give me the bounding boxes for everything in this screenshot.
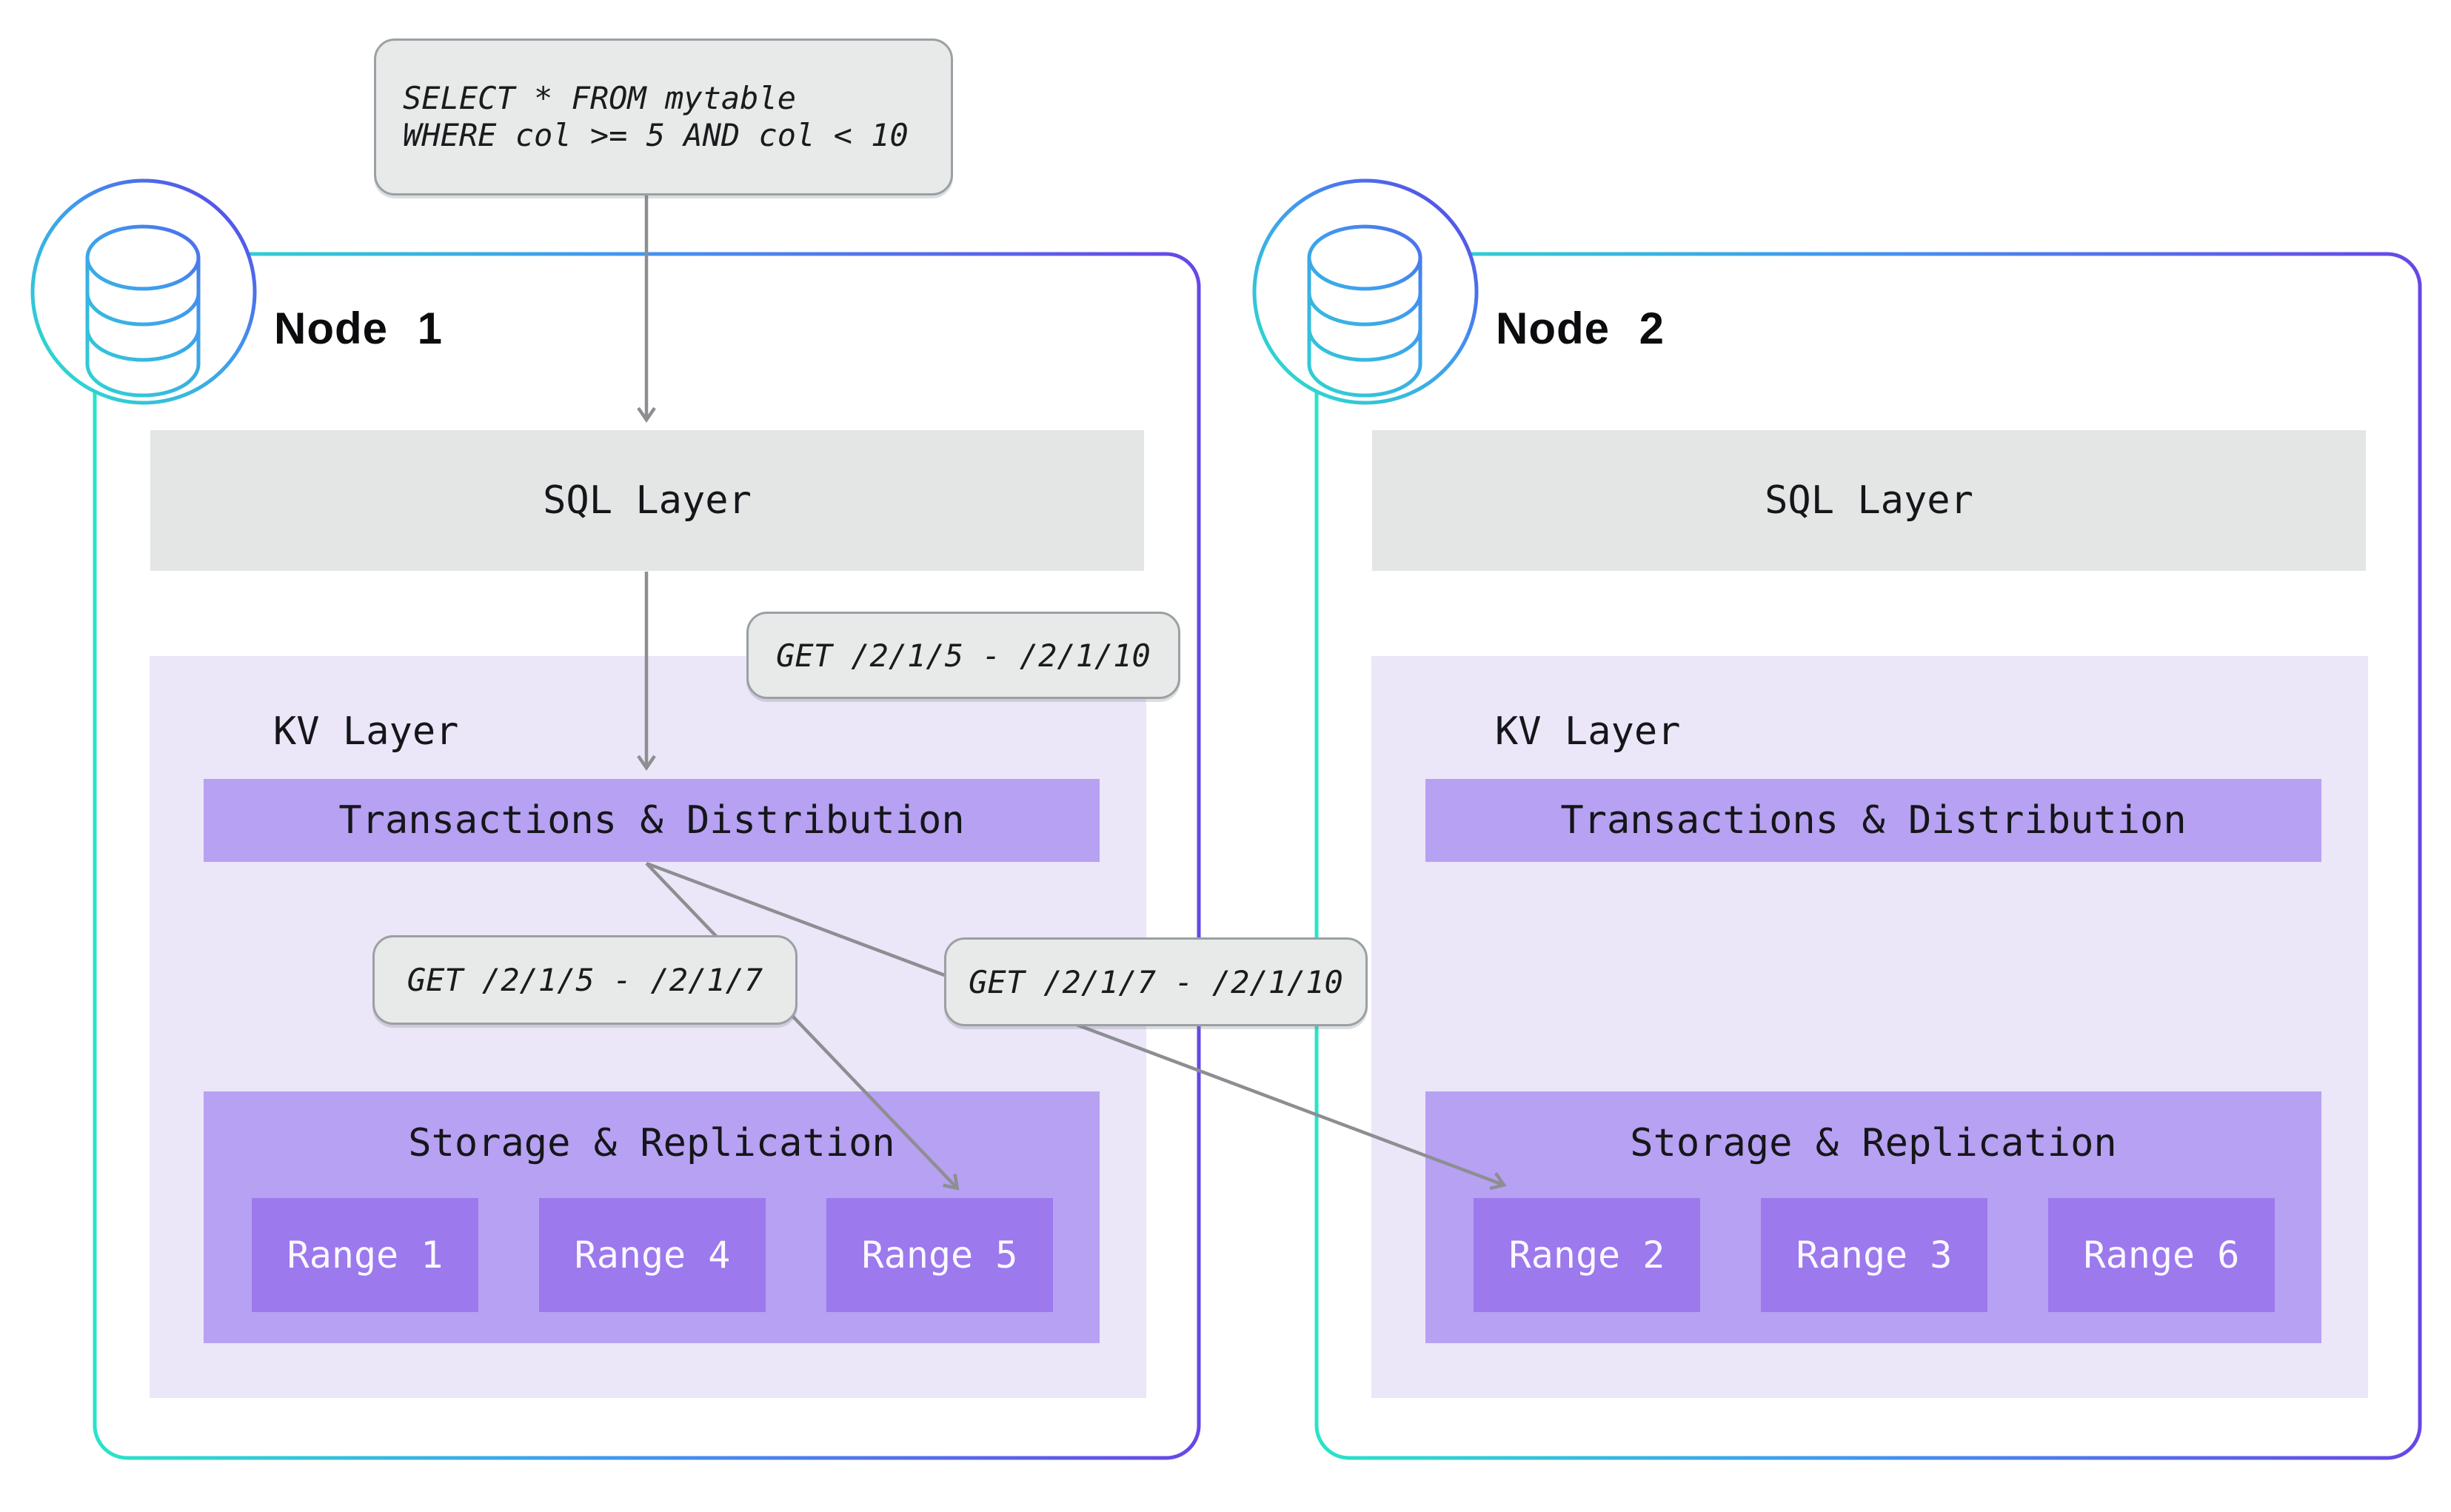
get-range-full-label: GET /2/1/5 - /2/1/10 [746, 612, 1180, 699]
node-1-storage-replication: Storage & Replication Range 1 Range 4 Ra… [204, 1091, 1100, 1343]
range-box: Range 1 [252, 1198, 478, 1312]
node-2: Node 2 SQL Layer KV Layer Transactions &… [1317, 254, 2421, 1458]
kv-layer-label: KV Layer [273, 709, 459, 754]
storage-replication-label: Storage & Replication [1630, 1121, 2117, 1165]
range-box: Range 6 [2048, 1198, 2275, 1312]
sql-layer-label: SQL Layer [1765, 478, 1973, 523]
node-1-title: Node 1 [274, 304, 444, 353]
sql-layer-label: SQL Layer [543, 478, 752, 523]
kv-layer-label: KV Layer [1495, 709, 1681, 754]
range-box: Range 4 [539, 1198, 766, 1312]
get-range-right-label: GET /2/1/7 - /2/1/10 [944, 937, 1368, 1026]
arrow-transactions-to-range5 [645, 862, 960, 1191]
node-1-sql-layer: SQL Layer [150, 430, 1144, 571]
database-icon [85, 224, 201, 398]
range-box: Range 2 [1474, 1198, 1700, 1312]
range-box: Range 3 [1761, 1198, 1987, 1312]
node-2-sql-layer: SQL Layer [1372, 430, 2366, 571]
node-2-title: Node 2 [1496, 304, 1665, 353]
sql-query-label: SELECT * FROM mytable WHERE col >= 5 AND… [374, 39, 953, 195]
query-line-1: SELECT * FROM mytable [403, 80, 797, 116]
range-box: Range 5 [826, 1198, 1053, 1312]
node1-database-badge [30, 178, 257, 405]
node-2-storage-replication: Storage & Replication Range 2 Range 3 Ra… [1425, 1091, 2321, 1343]
database-icon [1307, 224, 1422, 398]
node2-database-badge [1252, 178, 1479, 405]
node-1: Node 1 SQL Layer KV Layer Transactions &… [95, 254, 1199, 1458]
transactions-distribution-label: Transactions & Distribution [1560, 798, 2187, 843]
storage-replication-label: Storage & Replication [408, 1121, 895, 1165]
node-1-transactions-distribution: Transactions & Distribution [204, 779, 1100, 862]
node-2-transactions-distribution: Transactions & Distribution [1425, 779, 2321, 862]
get-range-left-label: GET /2/1/5 - /2/1/7 [372, 935, 798, 1025]
transactions-distribution-label: Transactions & Distribution [338, 798, 965, 843]
query-line-2: WHERE col >= 5 AND col < 10 [403, 117, 909, 153]
